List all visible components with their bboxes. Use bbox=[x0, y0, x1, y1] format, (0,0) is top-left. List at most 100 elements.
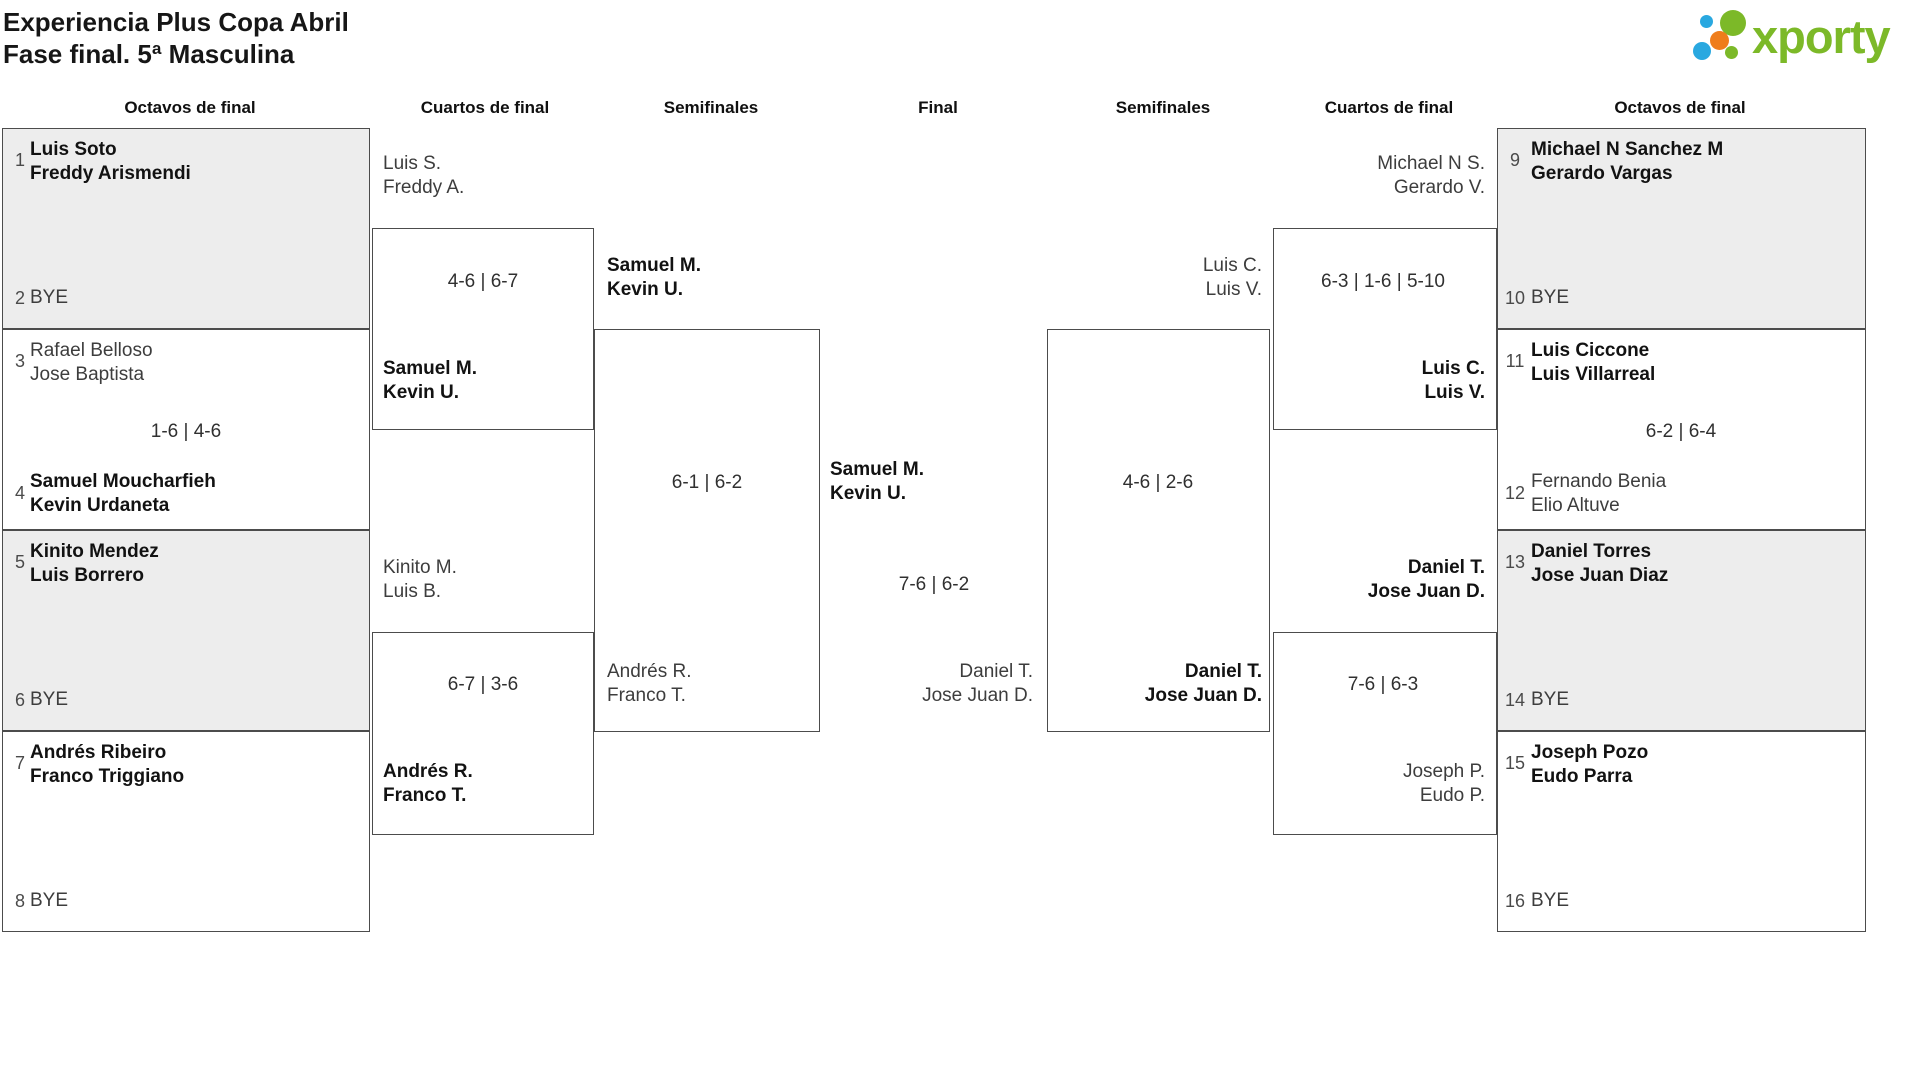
team-name: Gerardo V. bbox=[1393, 177, 1485, 198]
team-name: Samuel M. bbox=[383, 358, 477, 379]
round-header-octavos-left: Octavos de final bbox=[124, 98, 256, 117]
team-name: Jose Baptista bbox=[30, 364, 145, 385]
team-name: Luis Soto bbox=[30, 139, 117, 160]
team-name: Kevin U. bbox=[383, 382, 460, 403]
seed-number: 10 bbox=[1504, 288, 1526, 308]
seed-number: 5 bbox=[14, 552, 25, 572]
match-score: 7-6 | 6-2 bbox=[898, 574, 970, 595]
round-header-semis-left: Semifinales bbox=[663, 98, 759, 117]
page-title-line2: Fase final. 5ª Masculina bbox=[3, 39, 295, 69]
team-name: Fernando Benia bbox=[1531, 471, 1667, 492]
seed-number: 9 bbox=[1509, 150, 1520, 170]
match-box-cuartos-r2 bbox=[1273, 632, 1497, 835]
team-name-bye: BYE bbox=[30, 287, 69, 308]
team-name: Eudo P. bbox=[1419, 785, 1485, 806]
seed-number: 6 bbox=[14, 690, 25, 710]
match-score: 1-6 | 4-6 bbox=[150, 421, 222, 442]
match-box-octavos-r3 bbox=[1497, 530, 1866, 731]
team-name: Freddy A. bbox=[383, 177, 465, 198]
team-name: Luis Borrero bbox=[30, 565, 145, 586]
team-name-bye: BYE bbox=[30, 890, 69, 911]
match-box-semifinal-r bbox=[1047, 329, 1270, 732]
team-name-bye: BYE bbox=[1531, 287, 1570, 308]
team-name: Kevin Urdaneta bbox=[30, 495, 170, 516]
team-name: Samuel M. bbox=[830, 459, 924, 480]
team-name: Joseph Pozo bbox=[1531, 742, 1649, 763]
round-header-cuartos-left: Cuartos de final bbox=[420, 98, 550, 117]
round-header-final: Final bbox=[918, 98, 958, 117]
match-box-cuartos-l1 bbox=[372, 228, 594, 430]
team-name: Kinito Mendez bbox=[30, 541, 159, 562]
match-box-cuartos-r1 bbox=[1273, 228, 1497, 430]
seed-number: 16 bbox=[1504, 891, 1526, 911]
team-name: Luis V. bbox=[1424, 382, 1485, 403]
match-box-cuartos-l2 bbox=[372, 632, 594, 835]
team-name: Andrés R. bbox=[607, 661, 692, 682]
page-title-line1: Experiencia Plus Copa Abril bbox=[3, 7, 349, 37]
team-name: Eudo Parra bbox=[1531, 766, 1633, 787]
match-score: 4-6 | 6-7 bbox=[447, 271, 519, 292]
match-score: 6-1 | 6-2 bbox=[671, 472, 743, 493]
team-name: Luis S. bbox=[383, 153, 442, 174]
team-name: Luis C. bbox=[1202, 255, 1262, 276]
team-name: Michael N S. bbox=[1377, 153, 1485, 174]
team-name: Kinito M. bbox=[383, 557, 457, 578]
seed-number: 12 bbox=[1504, 483, 1526, 503]
team-name-bye: BYE bbox=[1531, 689, 1570, 710]
logo-dot-blue-small-icon bbox=[1700, 15, 1713, 28]
seed-number: 2 bbox=[14, 288, 25, 308]
match-box-octavos-r2 bbox=[1497, 329, 1866, 530]
team-name: Freddy Arismendi bbox=[30, 163, 191, 184]
team-name: Jose Juan D. bbox=[1144, 685, 1262, 706]
match-box-octavos-l1 bbox=[2, 128, 370, 329]
team-name: Daniel T. bbox=[1184, 661, 1262, 682]
match-box-octavos-r4 bbox=[1497, 731, 1866, 932]
match-score: 4-6 | 2-6 bbox=[1122, 472, 1194, 493]
team-name: Kevin U. bbox=[607, 279, 684, 300]
team-name: Jose Juan D. bbox=[1367, 581, 1485, 602]
match-box-semifinal-l bbox=[594, 329, 820, 732]
match-box-octavos-l2 bbox=[2, 329, 370, 530]
team-name: Joseph P. bbox=[1402, 761, 1485, 782]
match-box-octavos-r1 bbox=[1497, 128, 1866, 329]
seed-number: 13 bbox=[1504, 552, 1526, 572]
team-name: Daniel T. bbox=[959, 661, 1033, 682]
team-name: Samuel M. bbox=[607, 255, 701, 276]
team-name: Andrés Ribeiro bbox=[30, 742, 167, 763]
seed-number: 4 bbox=[14, 483, 25, 503]
team-name: Luis C. bbox=[1421, 358, 1485, 379]
logo-dot-blue-medium-icon bbox=[1693, 42, 1711, 60]
seed-number: 7 bbox=[14, 753, 25, 773]
team-name: Daniel Torres bbox=[1531, 541, 1652, 562]
logo-dot-orange-icon bbox=[1710, 31, 1729, 50]
team-name: Luis Ciccone bbox=[1531, 340, 1650, 361]
logo-wordmark: xporty bbox=[1752, 10, 1891, 63]
team-name: Luis B. bbox=[383, 581, 442, 602]
match-score: 6-7 | 3-6 bbox=[447, 674, 519, 695]
team-name: Samuel Moucharfieh bbox=[30, 471, 216, 492]
team-name: Kevin U. bbox=[830, 483, 907, 504]
seed-number: 15 bbox=[1504, 753, 1526, 773]
team-name: Andrés R. bbox=[383, 761, 473, 782]
seed-number: 14 bbox=[1504, 690, 1526, 710]
round-header-octavos-right: Octavos de final bbox=[1614, 98, 1746, 117]
team-name: Jose Juan Diaz bbox=[1531, 565, 1669, 586]
team-name: Franco T. bbox=[607, 685, 686, 706]
match-score: 6-3 | 1-6 | 5-10 bbox=[1321, 271, 1445, 292]
team-name: Franco T. bbox=[383, 785, 467, 806]
seed-number: 1 bbox=[14, 150, 25, 170]
team-name-bye: BYE bbox=[30, 689, 69, 710]
seed-number: 3 bbox=[14, 351, 25, 371]
match-box-octavos-l3 bbox=[2, 530, 370, 731]
seed-number: 11 bbox=[1505, 351, 1525, 371]
team-name: Franco Triggiano bbox=[30, 766, 185, 787]
match-score: 7-6 | 6-3 bbox=[1347, 674, 1419, 695]
team-name: Rafael Belloso bbox=[30, 340, 153, 361]
seed-number: 8 bbox=[14, 891, 25, 911]
match-box-octavos-l4 bbox=[2, 731, 370, 932]
team-name: Gerardo Vargas bbox=[1531, 163, 1673, 184]
round-header-cuartos-right: Cuartos de final bbox=[1324, 98, 1454, 117]
team-name: Elio Altuve bbox=[1531, 495, 1620, 516]
round-header-semis-right: Semifinales bbox=[1115, 98, 1211, 117]
